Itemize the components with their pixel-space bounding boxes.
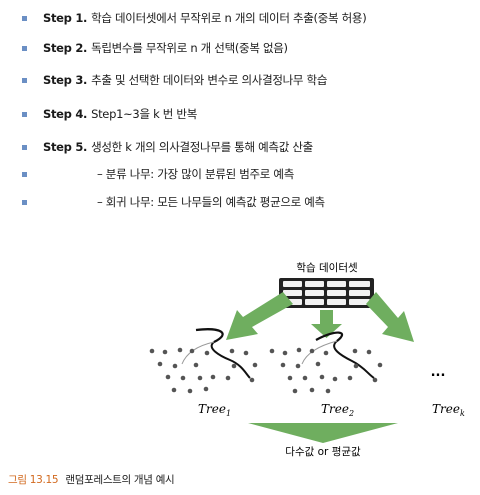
- figure-caption: 그림 13.15 랜덤포레스트의 개념 예시: [8, 472, 175, 487]
- step-label: Step 5.: [43, 140, 88, 154]
- figure-number: 그림 13.15: [8, 474, 59, 486]
- step-text: 학습 데이터셋에서 무작위로 n 개의 데이터 추출(중복 허용): [91, 11, 367, 25]
- decision-tree-2: [269, 331, 383, 394]
- arrow-left: [226, 292, 293, 340]
- ellipsis: ...: [431, 365, 446, 380]
- arrow-center: [311, 310, 342, 338]
- sub-item-text: – 분류 나무: 가장 많이 분류된 범주로 예측: [97, 167, 294, 181]
- tree-label-1: Tree1: [198, 402, 231, 418]
- sub-item-text: – 회귀 나무: 모든 나무들의 예측값 평균으로 예측: [97, 195, 325, 209]
- bullet-icon: [22, 15, 27, 21]
- step-label: Step 2.: [43, 41, 88, 55]
- step-4: Step 4. Step1~3을 k 번 반복: [22, 104, 197, 124]
- step-3: Step 3. 추출 및 선택한 데이터와 변수로 의사결정나무 학습: [22, 70, 327, 90]
- step-1: Step 1. 학습 데이터셋에서 무작위로 n 개의 데이터 추출(중복 허용…: [22, 8, 367, 28]
- step-label: Step 1.: [43, 11, 88, 25]
- result-label: 다수값 or 평균값: [285, 446, 361, 458]
- random-forest-diagram: 학습 데이터셋: [149, 262, 465, 458]
- bullet-icon: [22, 77, 27, 83]
- bullet-icon: [22, 171, 27, 177]
- dataset-table-icon: [279, 278, 374, 308]
- step-label: Step 3.: [43, 73, 88, 87]
- bullet-icon: [22, 199, 27, 205]
- step-text: 추출 및 선택한 데이터와 변수로 의사결정나무 학습: [91, 73, 328, 87]
- step-text: 생성한 k 개의 의사결정나무를 통해 예측값 산출: [91, 140, 313, 154]
- figure-title: 랜덤포레스트의 개념 예시: [65, 474, 175, 486]
- step-2: Step 2. 독립변수를 무작위로 n 개 선택(중복 없음): [22, 38, 288, 58]
- bootstrap-arrows: [226, 292, 414, 443]
- step-text: 독립변수를 무작위로 n 개 선택(중복 없음): [91, 41, 288, 55]
- bullet-icon: [22, 144, 27, 150]
- arrow-aggregate: [248, 423, 398, 443]
- step-text: Step1~3을 k 번 반복: [91, 107, 197, 121]
- bullet-icon: [22, 111, 27, 117]
- decision-tree-1: [149, 328, 258, 394]
- sub-item-classification: – 분류 나무: 가장 많이 분류된 범주로 예측: [22, 164, 294, 184]
- step-5: Step 5. 생성한 k 개의 의사결정나무를 통해 예측값 산출: [22, 137, 313, 157]
- tree-label-k: Treek: [432, 402, 465, 418]
- step-label: Step 4.: [43, 107, 88, 121]
- arrow-right: [366, 292, 414, 342]
- dataset-label: 학습 데이터셋: [296, 262, 358, 274]
- sub-item-regression: – 회귀 나무: 모든 나무들의 예측값 평균으로 예측: [22, 192, 325, 212]
- bullet-icon: [22, 45, 27, 51]
- tree-label-2: Tree2: [321, 402, 354, 418]
